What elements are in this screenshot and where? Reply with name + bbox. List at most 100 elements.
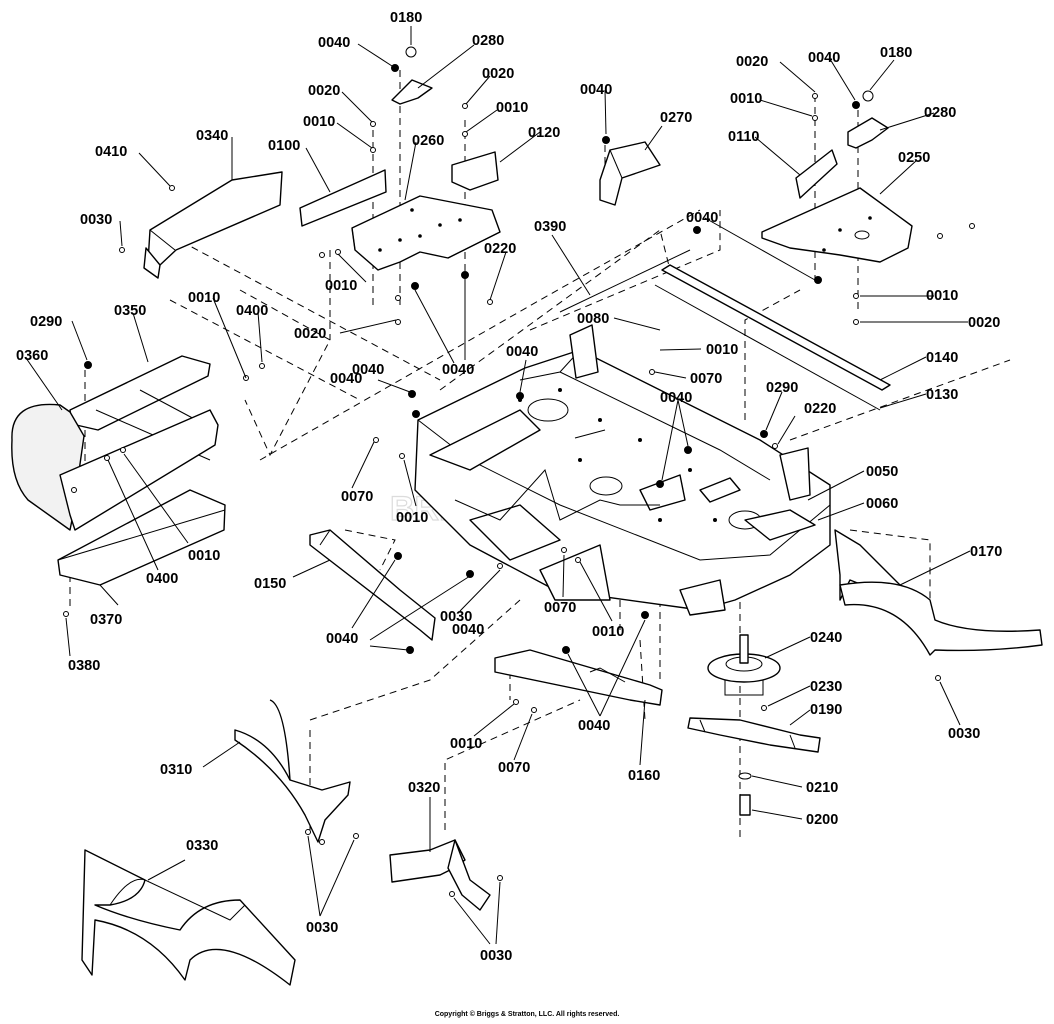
part-0320-baffle — [389, 839, 491, 911]
callout-label: 0320 — [408, 780, 440, 796]
callout-label: 0380 — [68, 658, 100, 674]
callout-label: 0010 — [730, 91, 762, 107]
callout-label: 0240 — [810, 630, 842, 646]
callout-label: 0040 — [686, 210, 718, 226]
leader-lines — [25, 26, 971, 945]
callout-label: 0070 — [690, 371, 722, 387]
callout-label: 0040 — [452, 622, 484, 638]
callout-label: 0070 — [498, 760, 530, 776]
callout-label: 0100 — [268, 138, 300, 154]
callout-label: 0410 — [95, 144, 127, 160]
callout-label: 0010 — [450, 736, 482, 752]
callout-label: 0350 — [114, 303, 146, 319]
callout-label: 0290 — [30, 314, 62, 330]
callout-label: 0110 — [728, 129, 759, 145]
callout-label: 0030 — [440, 609, 472, 625]
callout-label: 0360 — [16, 348, 48, 364]
part-0170-baffle — [834, 529, 1043, 656]
callout-label: 0040 — [506, 344, 538, 360]
callout-label: 0040 — [326, 631, 358, 647]
callout-label: 0020 — [294, 326, 326, 342]
callout-label: 0020 — [968, 315, 1000, 331]
part-0280-bracket-left — [391, 46, 433, 105]
part-0340-baffle — [143, 171, 283, 279]
callout-label: 0180 — [880, 45, 912, 61]
callout-label: 0010 — [188, 548, 220, 564]
part-0110-plate — [795, 149, 838, 199]
callout-label: 0010 — [706, 342, 738, 358]
part-0310-baffle — [234, 699, 351, 843]
callout-label: 0200 — [806, 812, 838, 828]
callout-label: 0010 — [303, 114, 335, 130]
callout-label: 0390 — [534, 219, 566, 235]
callout-label: 0280 — [924, 105, 956, 121]
callout-label: 0080 — [577, 311, 609, 327]
callout-label: 0180 — [390, 10, 422, 26]
part-0270-bracket — [599, 141, 661, 206]
copyright-notice: Copyright © Briggs & Stratton, LLC. All … — [434, 1011, 620, 1018]
callout-label: 0010 — [592, 624, 624, 640]
part-0100-plate — [299, 169, 387, 227]
part-0150-bracket — [309, 529, 436, 641]
callout-label: 0170 — [970, 544, 1002, 560]
callout-label: 0310 — [160, 762, 192, 778]
callout-label: 0040 — [660, 390, 692, 406]
rods — [559, 249, 891, 411]
callout-label: 0050 — [866, 464, 898, 480]
callout-label: 0330 — [186, 838, 218, 854]
callout-label: 0270 — [660, 110, 692, 126]
part-0260-bracket — [351, 195, 501, 271]
hardware — [63, 64, 975, 897]
callout-label: 0010 — [325, 278, 357, 294]
callout-label: 0210 — [806, 780, 838, 796]
callout-label: 0280 — [472, 33, 504, 49]
callout-label: 0020 — [482, 66, 514, 82]
callout-label: 0060 — [866, 496, 898, 512]
callout-label: 0010 — [496, 100, 528, 116]
callout-label: 0120 — [528, 125, 560, 141]
callout-label: 0260 — [412, 133, 444, 149]
callout-label: 0040 — [580, 82, 612, 98]
callout-label: 0140 — [926, 350, 958, 366]
callout-label: 0020 — [308, 83, 340, 99]
callout-label: 0030 — [306, 920, 338, 936]
callout-label: 0150 — [254, 576, 286, 592]
callout-label: 0030 — [948, 726, 980, 742]
callout-labels: 0180 0040 0280 0020 0010 0120 0020 0010 … — [16, 10, 1002, 964]
callout-label: 0290 — [766, 380, 798, 396]
part-0120-plate — [451, 151, 499, 191]
callout-label: 0020 — [736, 54, 768, 70]
callout-label: 0040 — [318, 35, 350, 51]
callout-label: 0040 — [442, 362, 474, 378]
callout-label: 0250 — [898, 150, 930, 166]
callout-label: 0340 — [196, 128, 228, 144]
callout-label: 0130 — [926, 387, 958, 403]
part-0330-baffle — [81, 849, 296, 986]
part-0250-plate — [761, 187, 913, 263]
callout-label: 0070 — [544, 600, 576, 616]
part-0360-side-shield — [11, 403, 219, 531]
callout-label: 0040 — [808, 50, 840, 66]
callout-label: 0070 — [341, 489, 373, 505]
callout-label: 0030 — [80, 212, 112, 228]
callout-label: 0010 — [926, 288, 958, 304]
callout-label: 0220 — [804, 401, 836, 417]
callout-label: 0220 — [484, 241, 516, 257]
mower-deck — [414, 324, 831, 616]
callout-label: 0040 — [578, 718, 610, 734]
part-0370-cover — [57, 489, 226, 586]
callout-label: 0040 — [352, 362, 384, 378]
callout-label: 0400 — [146, 571, 178, 587]
callout-label: 0230 — [810, 679, 842, 695]
part-0160-bracket — [494, 649, 663, 706]
callout-label: 0370 — [90, 612, 122, 628]
part-0280-bracket-right — [847, 90, 889, 149]
part-0240-spindle — [707, 634, 781, 696]
callout-label: 0400 — [236, 303, 268, 319]
part-0190-blade — [687, 717, 821, 816]
callout-label: 0030 — [480, 948, 512, 964]
callout-label: 0040 — [330, 371, 362, 387]
callout-label: 0010 — [396, 510, 428, 526]
callout-label: 0190 — [810, 702, 842, 718]
